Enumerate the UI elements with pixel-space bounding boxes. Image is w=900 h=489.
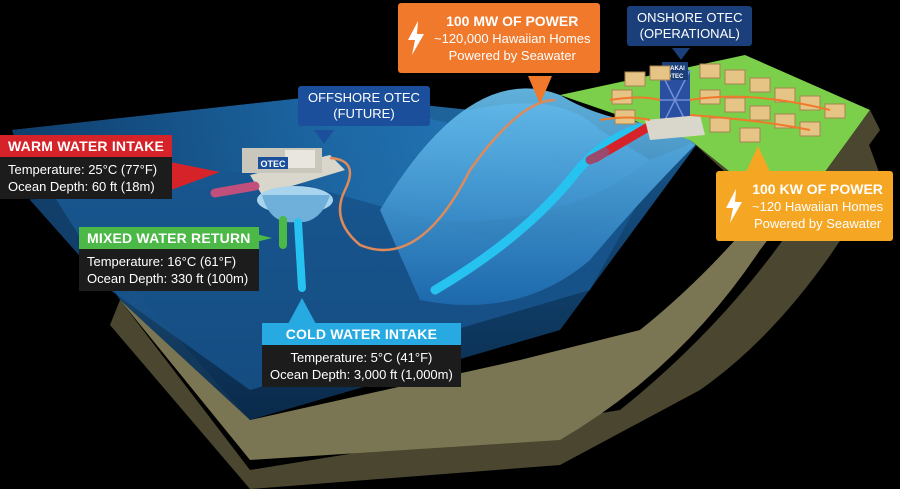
power-100mw-title: 100 MW OF POWER: [446, 12, 579, 29]
power-100kw-callout: 100 KW OF POWER ~120 Hawaiian Homes Powe…: [716, 171, 894, 241]
mixed-water-title: MIXED WATER RETURN: [79, 227, 259, 249]
cold-pointer: [288, 298, 316, 324]
lightning-bolt-icon: [398, 21, 434, 55]
power-100kw-homes: ~120 Hawaiian Homes: [752, 198, 884, 214]
power-100mw-homes: ~120,000 Hawaiian Homes: [434, 30, 591, 46]
cold-water-temperature: Temperature: 5°C (41°F): [290, 350, 433, 365]
onshore-otec-status: (OPERATIONAL): [639, 26, 740, 41]
mixed-water-callout: MIXED WATER RETURN Temperature: 16°C (61…: [79, 227, 259, 291]
warm-water-pipe: [210, 181, 260, 198]
mixed-water-depth: Ocean Depth: 330 ft (100m): [87, 271, 249, 286]
cold-water-depth: Ocean Depth: 3,000 ft (1,000m): [270, 367, 453, 382]
onshore-pointer: [672, 48, 690, 60]
power-100mw-callout: 100 MW OF POWER ~120,000 Hawaiian Homes …: [398, 3, 601, 73]
water-layer-middle: [30, 170, 640, 390]
power-100kw-source: Powered by Seawater: [753, 215, 882, 231]
power-lines: [599, 95, 831, 131]
svg-text:OTEC: OTEC: [260, 159, 286, 169]
power-small-pointer: [746, 146, 770, 172]
offshore-otec-label: OFFSHORE OTEC: [308, 90, 420, 105]
offshore-otec-status: (FUTURE): [333, 106, 395, 121]
seabed-slope: [120, 120, 860, 460]
warm-water-depth: Ocean Depth: 60 ft (18m): [8, 179, 155, 194]
mixed-water-temperature: Temperature: 16°C (61°F): [87, 254, 237, 269]
warm-water-temperature: Temperature: 25°C (77°F): [8, 162, 158, 177]
offshore-pointer: [314, 130, 334, 144]
power-100kw-title: 100 KW OF POWER: [752, 180, 883, 197]
offshore-otec-tag: OFFSHORE OTEC (FUTURE): [298, 86, 430, 126]
cold-water-pipe-onshore: [430, 123, 645, 295]
cold-water-callout: COLD WATER INTAKE Temperature: 5°C (41°F…: [262, 323, 461, 387]
power-big-pointer: [528, 76, 552, 104]
lightning-bolt-icon: [716, 189, 752, 223]
power-cable-offshore: [329, 98, 556, 252]
offshore-platform: OTEC: [242, 148, 345, 223]
svg-text:OTEC: OTEC: [667, 74, 684, 80]
cold-water-pipe-offshore: [294, 218, 306, 292]
onshore-otec-tag: ONSHORE OTEC (OPERATIONAL): [627, 6, 753, 46]
svg-text:MAKAI: MAKAI: [665, 66, 685, 72]
power-100mw-source: Powered by Seawater: [448, 47, 576, 63]
warm-water-title: WARM WATER INTAKE: [0, 135, 173, 157]
warm-water-callout: WARM WATER INTAKE Temperature: 25°C (77°…: [0, 135, 173, 199]
warm-water-pipe-onshore-dark: [585, 147, 610, 165]
cold-water-title: COLD WATER INTAKE: [262, 323, 461, 345]
onshore-otec-label: ONSHORE OTEC: [637, 10, 743, 25]
